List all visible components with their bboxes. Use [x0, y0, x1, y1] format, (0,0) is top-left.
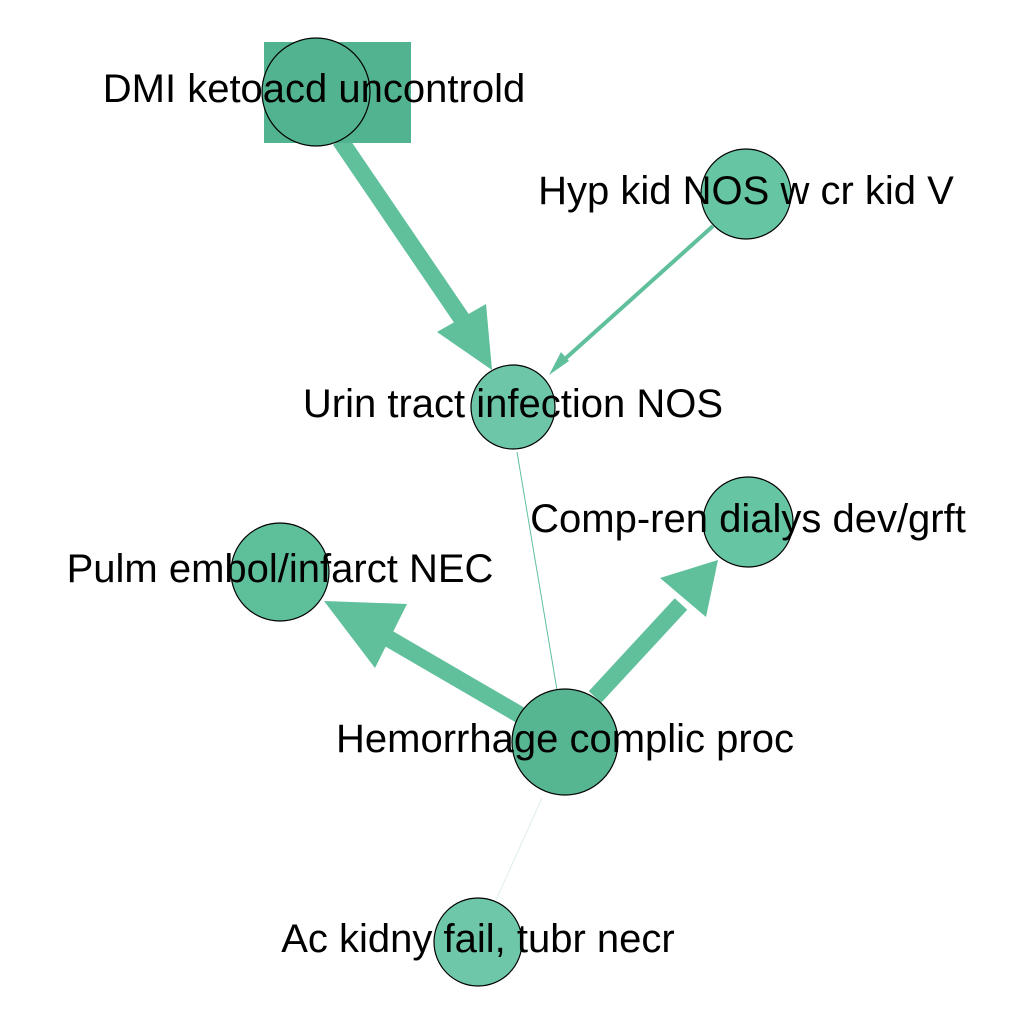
- node-hyp-label: Hyp kid NOS w cr kid V: [538, 169, 954, 213]
- edge-hyp-to-uti-arrowhead: [549, 352, 569, 375]
- node-hem-label: Hemorrhage complic proc: [336, 717, 794, 761]
- node-dmi[interactable]: DMI ketoacd uncontrold: [103, 37, 525, 147]
- edge-hem-to-uti: [516, 451, 558, 691]
- node-pulm-circle: [230, 522, 330, 622]
- node-comp-circle: [702, 476, 794, 568]
- node-uti-circle: [470, 364, 556, 450]
- edge-hem-to-ac: [495, 797, 543, 901]
- edge-hem-to-pulm-arrowhead: [324, 601, 407, 668]
- nodes: DMI ketoacd uncontrold Hyp kid NOS w cr …: [67, 37, 966, 987]
- node-uti[interactable]: Urin tract infection NOS: [303, 364, 723, 450]
- node-comp-label: Comp-ren dialys dev/grft: [530, 497, 966, 541]
- edge-hem-to-comp-arrowhead: [660, 560, 718, 617]
- node-hem-circle: [511, 688, 619, 796]
- edge-dmi-to-uti-arrowhead: [437, 304, 492, 370]
- node-comp[interactable]: Comp-ren dialys dev/grft: [530, 476, 966, 568]
- node-pulm[interactable]: Pulm embol/infarct NEC: [67, 522, 494, 622]
- node-uti-label: Urin tract infection NOS: [303, 382, 723, 426]
- edge-hem-to-comp: [588, 598, 688, 703]
- node-ac-label: Ac kidny fail, tubr necr: [281, 917, 675, 961]
- node-dmi-label: DMI ketoacd uncontrold: [103, 67, 525, 111]
- node-hyp-circle: [700, 148, 792, 240]
- edge-dmi-to-uti: [332, 135, 476, 333]
- node-hem[interactable]: Hemorrhage complic proc: [336, 688, 794, 796]
- edges: [324, 135, 718, 901]
- node-ac-circle: [433, 897, 523, 987]
- edge-hyp-to-uti: [564, 224, 715, 360]
- node-hyp[interactable]: Hyp kid NOS w cr kid V: [538, 148, 954, 240]
- node-ac[interactable]: Ac kidny fail, tubr necr: [281, 897, 675, 987]
- node-dmi-circle: [261, 37, 371, 147]
- edge-hem-to-pulm: [381, 629, 525, 723]
- node-pulm-label: Pulm embol/infarct NEC: [67, 547, 494, 591]
